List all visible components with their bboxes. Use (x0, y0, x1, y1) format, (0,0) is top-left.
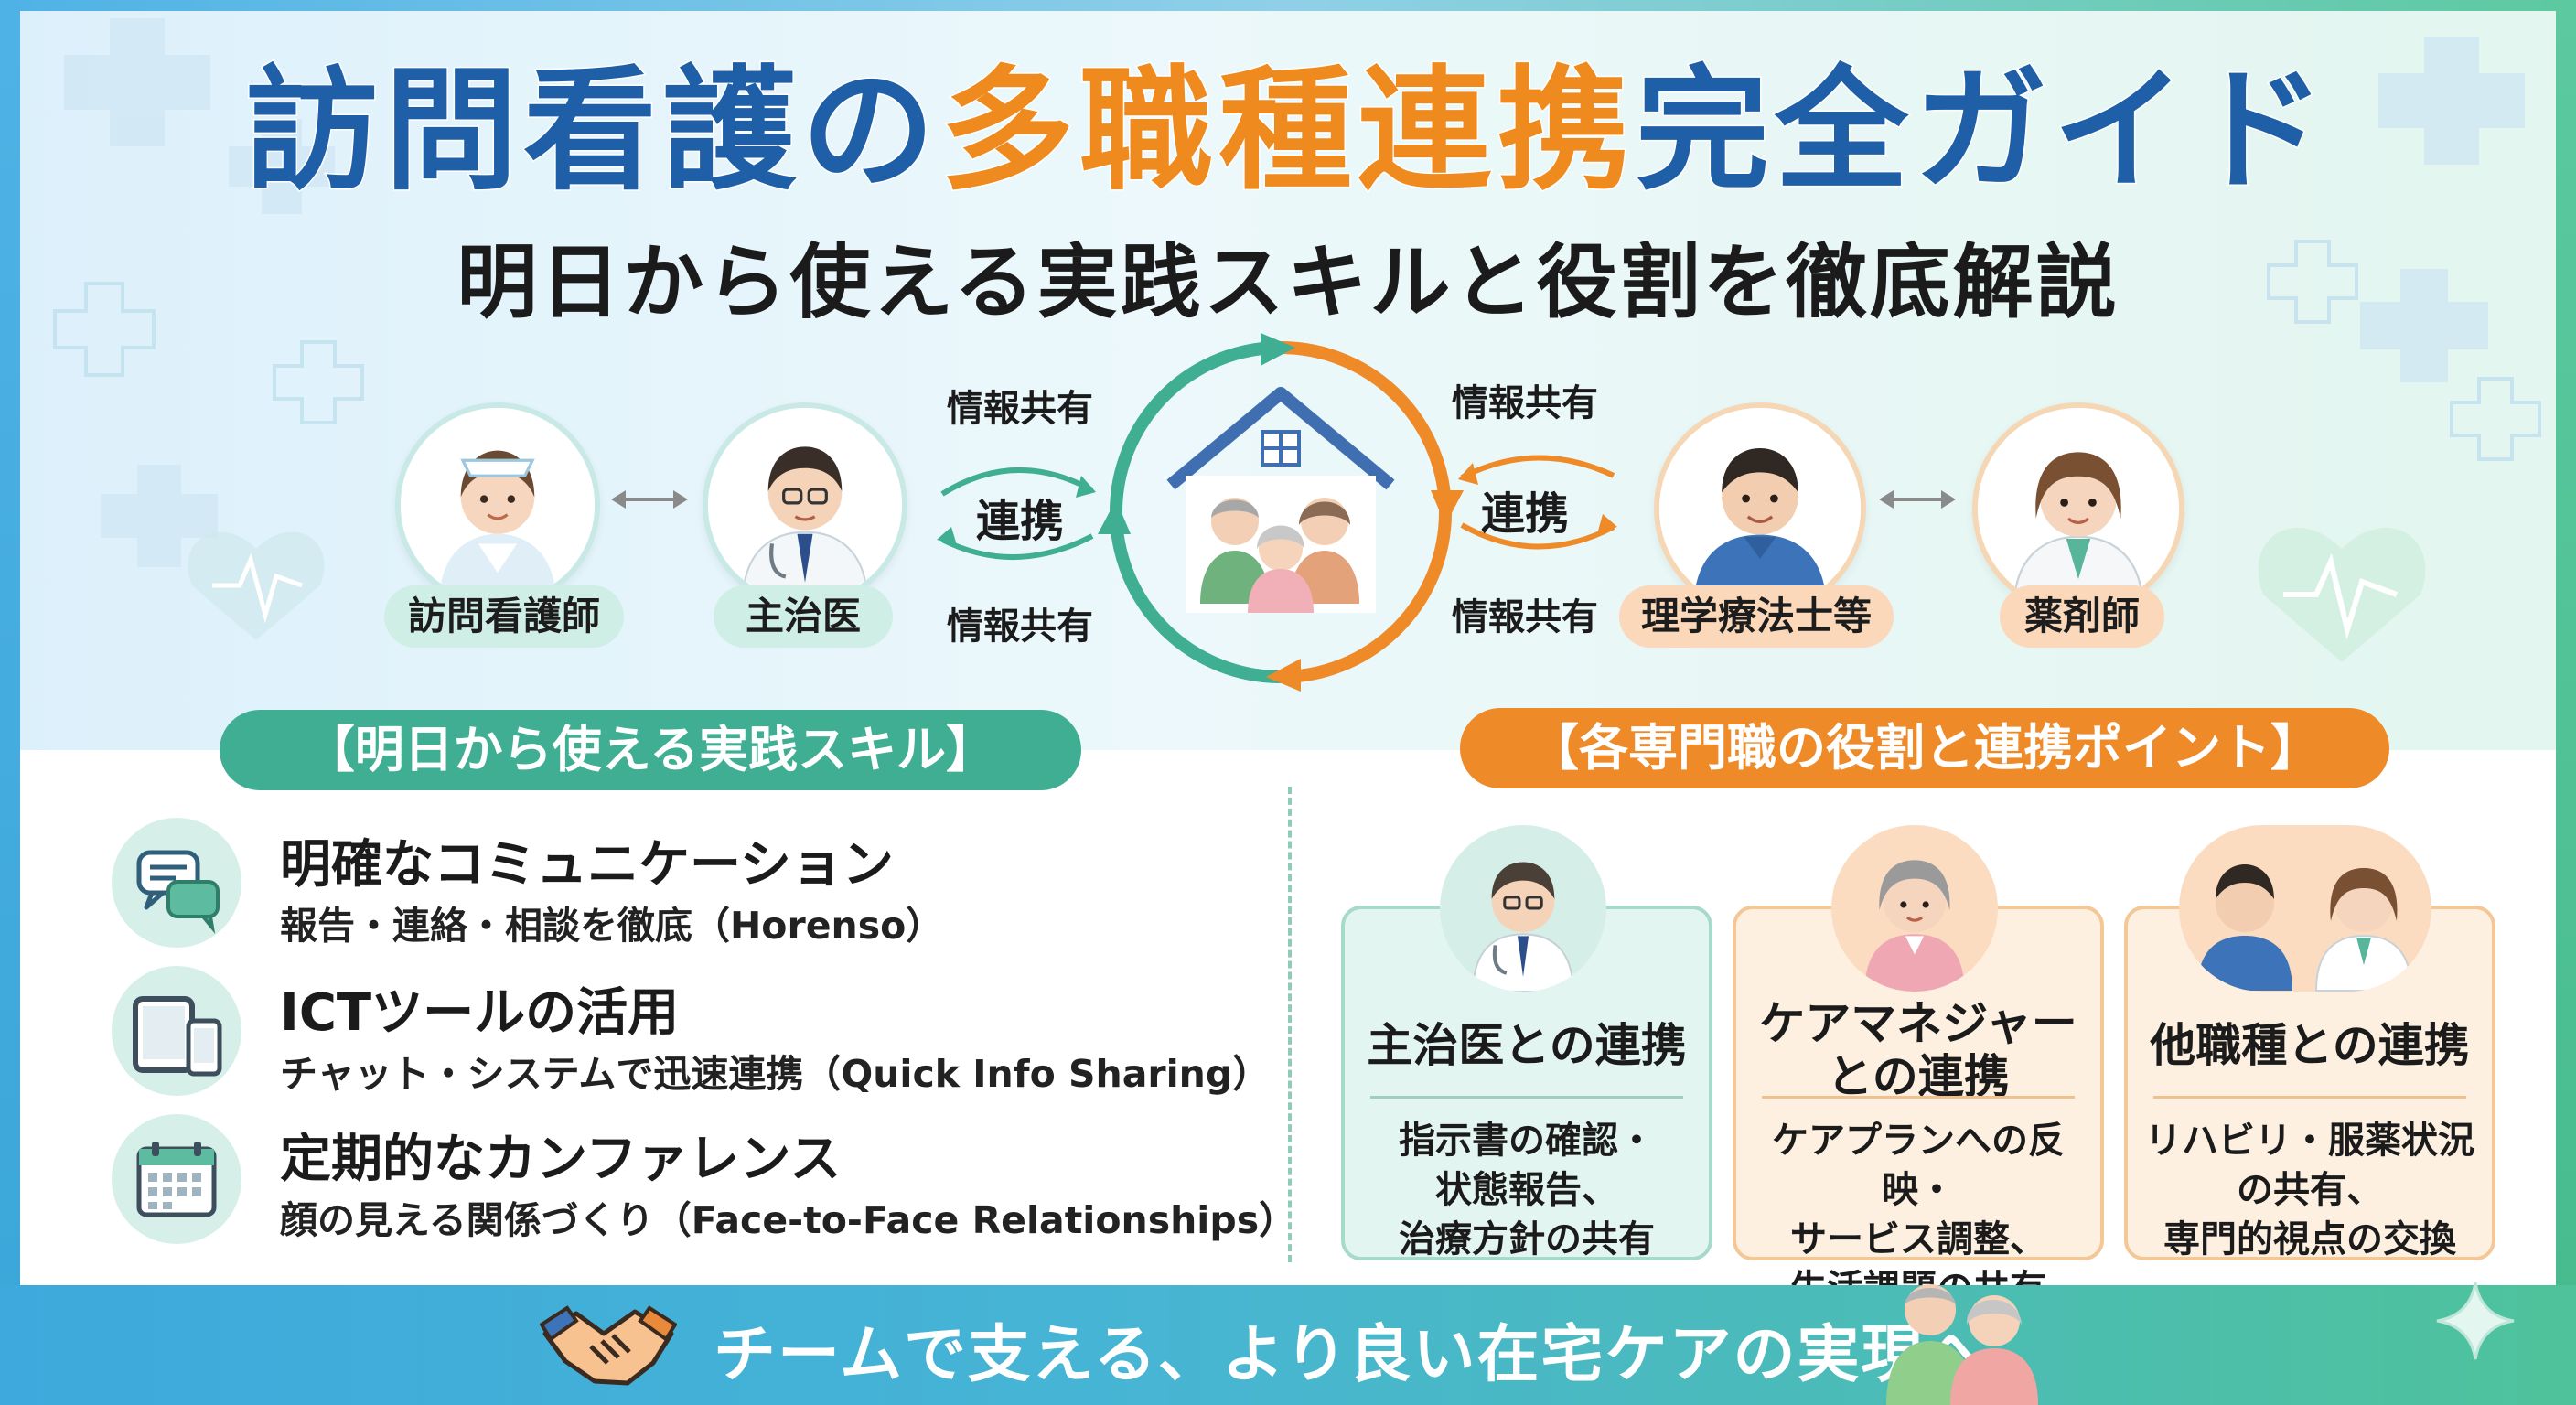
footer-elderly-couple (1886, 1284, 2038, 1405)
right-flow-bottom-label: 情報共有 (1452, 596, 1598, 638)
left-flow-top-label: 情報共有 (947, 388, 1093, 430)
card-3-title: 他職種との連携 (2150, 1019, 2470, 1072)
card-2-rule (1762, 1096, 2075, 1099)
card-2-title-line-2: との連携 (1827, 1050, 2010, 1103)
calendar-icon (112, 1114, 242, 1244)
title-part-2: 多職種連携 (939, 52, 1636, 210)
left-flow-arrows (937, 467, 1096, 560)
skill-3-title: 定期的なカンファレンス (280, 1130, 842, 1189)
skills-section-heading: 【明日から使える実践スキル】 (220, 710, 1081, 790)
home-care-cycle (1098, 333, 1464, 692)
card-doctor-portrait (1440, 825, 1606, 992)
right-flow-arrows (1458, 455, 1617, 550)
pharmacist-portrait (1972, 402, 2184, 615)
role-label-doctor: 主治医 (714, 585, 893, 648)
footer-message: チームで支える、より良い在宅ケアの実現へ。 (714, 1319, 2054, 1391)
role-card-other-professions: 他職種との連携 リハビリ・服薬状況 の共有、 専門的視点の交換 (2124, 906, 2496, 1260)
left-border (0, 0, 20, 1405)
skill-3-desc: 顔の見える関係づくり（Face-to-Face Relationships） (280, 1198, 1297, 1242)
page-title: 訪問看護の多職種連携完全ガイド (0, 44, 2576, 218)
card-3-rule (2153, 1096, 2466, 1099)
double-arrow-right-icon (1879, 490, 1956, 509)
handshake-icon (540, 1305, 677, 1386)
card-3-body-line-1: リハビリ・服薬状況 (2145, 1120, 2474, 1162)
role-label-pharmacist: 薬剤師 (2000, 585, 2164, 648)
card-2-body-line-1: ケアプランへの反映・ (1772, 1120, 2065, 1211)
roles-section-heading: 【各専門職の役割と連携ポイント】 (1460, 708, 2389, 788)
skill-2-desc: チャット・システムで迅速連携（Quick Info Sharing） (280, 1052, 1271, 1096)
left-flow-bottom-label: 情報共有 (947, 606, 1093, 648)
card-1-rule (1370, 1096, 1683, 1099)
card-1-body-line-1: 指示書の確認・ (1399, 1120, 1655, 1162)
card-1-body-line-3: 治療方針の共有 (1399, 1218, 1655, 1260)
chat-bubbles-icon (112, 818, 242, 948)
card-3-body-line-3: 専門的視点の交換 (2163, 1218, 2456, 1260)
card-3-body: リハビリ・服薬状況 の共有、 専門的視点の交換 (2128, 1116, 2492, 1264)
top-border (0, 0, 2576, 11)
skill-1-title: 明確なコミュニケーション (280, 835, 894, 895)
double-arrow-left-icon (611, 490, 688, 509)
card-1-body-line-2: 状態報告、 (1435, 1169, 1618, 1211)
footer-bar (0, 1285, 2576, 1405)
card-1-body: 指示書の確認・ 状態報告、 治療方針の共有 (1345, 1116, 1709, 1264)
sparkle-icon (2436, 1282, 2515, 1360)
skill-1-desc: 報告・連絡・相談を徹底（Horenso） (280, 904, 944, 948)
right-flow-top-label: 情報共有 (1452, 382, 1598, 424)
card-2-body-line-2: サービス調整、 (1790, 1218, 2046, 1260)
role-label-therapist: 理学療法士等 (1619, 585, 1894, 648)
role-label-nurse: 訪問看護師 (384, 585, 624, 648)
skill-2-title: ICTツールの活用 (280, 983, 680, 1043)
card-3-body-line-2: の共有、 (2237, 1169, 2383, 1211)
left-flow-middle-label: 連携 (975, 496, 1064, 547)
page-subtitle: 明日から使える実践スキルと役割を徹底解説 (456, 235, 2120, 329)
right-border (2556, 0, 2576, 1405)
therapist-portrait (1654, 402, 1866, 615)
background-cross-icons (53, 18, 2541, 662)
card-2-title: ケアマネジャー との連携 (1736, 997, 2100, 1103)
card-1-title: 主治医との連携 (1367, 1019, 1687, 1072)
card-care-manager-portrait (1831, 825, 1998, 992)
title-part-1: 訪問看護の (244, 52, 940, 210)
title-part-3: 完全ガイド (1635, 52, 2331, 210)
tablet-phone-icon (112, 966, 242, 1096)
card-2-title-line-1: ケアマネジャー (1759, 997, 2077, 1050)
card-other-professions-portrait (2179, 825, 2431, 992)
section-divider (1288, 787, 1292, 1262)
nurse-portrait (395, 402, 600, 607)
doctor-portrait (703, 402, 907, 607)
right-flow-middle-label: 連携 (1480, 488, 1569, 540)
